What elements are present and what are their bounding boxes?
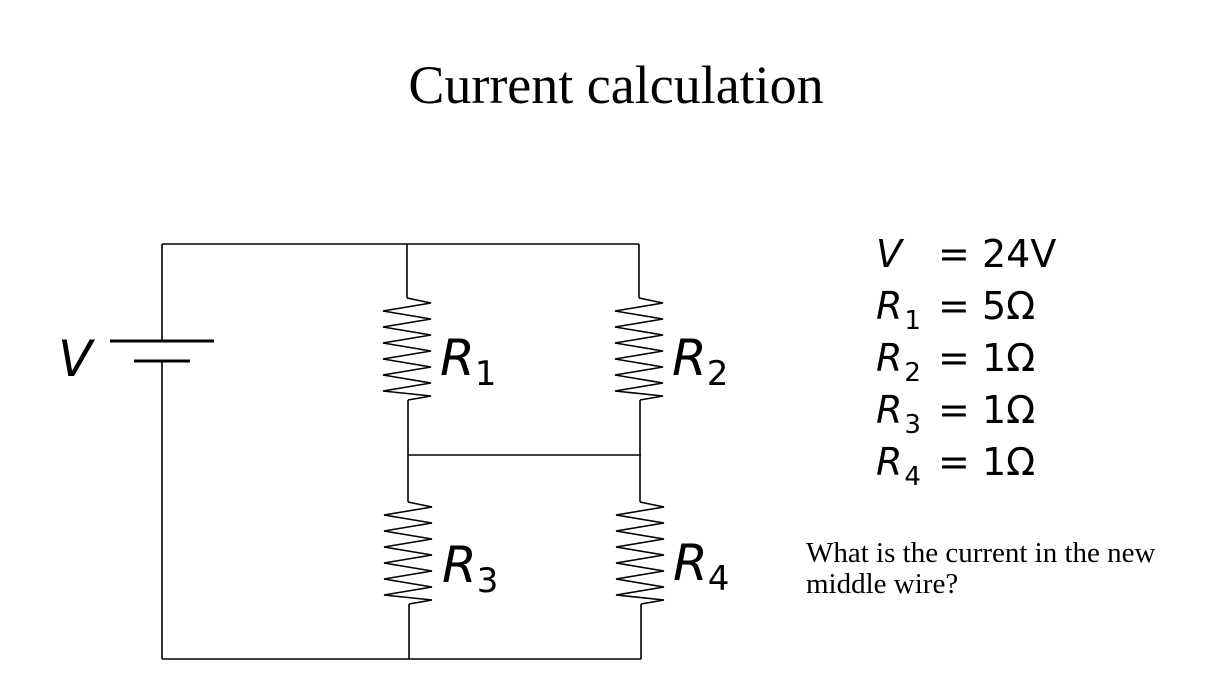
question-text: What is the current in the new middle wi… (806, 537, 1156, 600)
resistor-r2 (614, 297, 664, 401)
resistor-zigzags (382, 297, 665, 605)
param-symbol: R3 (876, 388, 921, 440)
resistor-label-r1: R1 (440, 329, 496, 394)
param-equals: = (938, 336, 970, 380)
param-symbol: R2 (876, 336, 921, 388)
param-equals: = (938, 388, 970, 432)
param-symbol: R4 (876, 440, 921, 492)
param-value: 1Ω (982, 336, 1036, 380)
param-equals: = (938, 232, 970, 276)
param-value: 1Ω (982, 440, 1036, 484)
param-symbol: R1 (876, 284, 921, 336)
resistor-r1 (382, 297, 432, 401)
resistor-r3 (383, 501, 433, 605)
page-title: Current calculation (408, 55, 824, 115)
resistor-label-r2: R2 (672, 329, 728, 394)
resistor-label-r4: R4 (673, 534, 729, 599)
param-value: 1Ω (982, 388, 1036, 432)
param-equals: = (938, 284, 970, 328)
battery (110, 339, 214, 363)
param-equals: = (938, 440, 970, 484)
resistor-label-r3: R3 (442, 536, 498, 601)
resistor-r4 (615, 501, 665, 605)
resistor-labels: R1 R2 R3 R4 (440, 329, 729, 601)
source-label: V (58, 330, 96, 388)
param-value: 5Ω (982, 284, 1036, 328)
wires (161, 243, 642, 660)
param-symbol: V (876, 232, 902, 276)
param-value: 24V (982, 232, 1057, 276)
